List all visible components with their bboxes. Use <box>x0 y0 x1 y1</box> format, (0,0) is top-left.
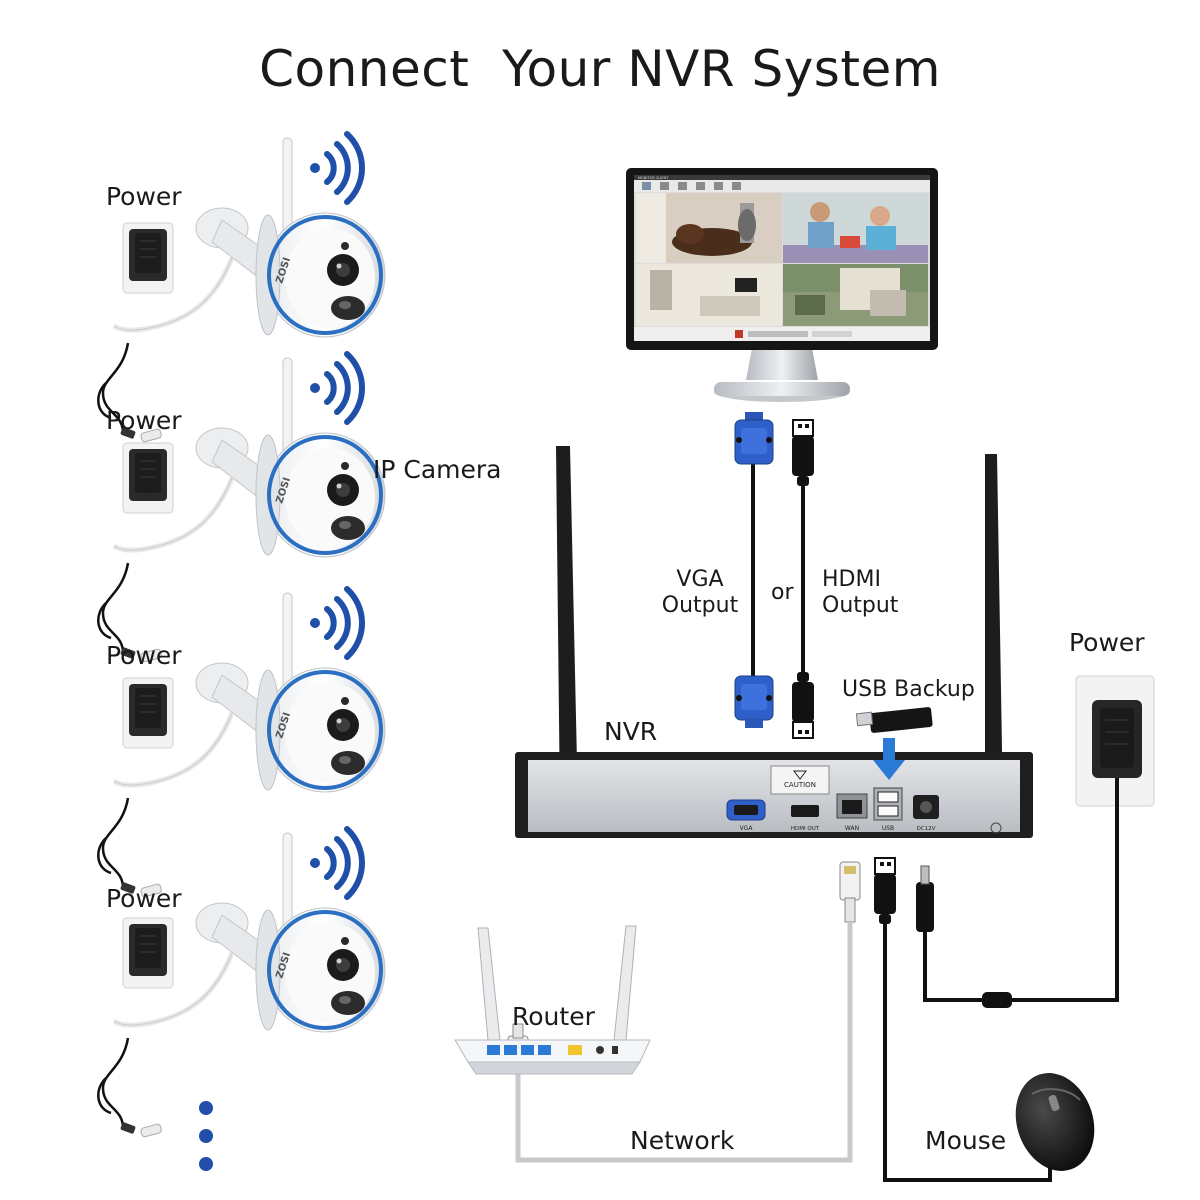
nvr-port-wan-label: WAN <box>845 825 859 832</box>
power-label-2: Power <box>106 406 182 435</box>
camera-feed-3 <box>636 264 782 326</box>
usb-stick-icon <box>855 707 933 733</box>
power-cable <box>916 778 1119 1008</box>
or-label: or <box>771 580 794 605</box>
hdmi-output-label-line1: HDMI <box>822 567 881 592</box>
vga-connector-icon <box>734 675 774 728</box>
network-label: Network <box>630 1126 735 1155</box>
nvr-caution-label: CAUTION <box>784 781 816 789</box>
camera-row-1 <box>97 134 385 444</box>
power-label-right: Power <box>1069 628 1145 657</box>
wifi-signal-icon <box>310 354 362 422</box>
camera-feed-2 <box>783 193 928 263</box>
vga-connector-icon <box>734 412 774 465</box>
power-cord-icon <box>97 1036 164 1139</box>
camera-row-3 <box>97 589 385 899</box>
usb-connector-icon <box>873 857 897 925</box>
router-icon <box>454 925 651 1075</box>
nvr-label: NVR <box>604 717 658 746</box>
rj45-connector-icon <box>839 861 861 923</box>
mouse-label: Mouse <box>925 1126 1007 1155</box>
power-label-4: Power <box>106 884 182 913</box>
monitor-icon: MONITOR CLIENT <box>626 168 938 402</box>
wifi-signal-icon <box>310 134 362 202</box>
power-adapter-icon <box>122 917 174 989</box>
power-cord-icon <box>97 796 164 899</box>
camera-feed-1 <box>636 193 782 263</box>
down-arrow-icon <box>873 738 905 780</box>
usb-connector-icon <box>791 419 815 487</box>
power-adapter-icon <box>122 222 174 294</box>
page-title: Connect Your NVR System <box>259 40 941 98</box>
usb-connector-icon <box>791 671 815 739</box>
hdmi-output-label-line2: Output <box>822 593 899 618</box>
nvr-port-vga-label: VGA <box>740 825 754 832</box>
wifi-signal-icon <box>310 829 362 897</box>
wifi-signal-icon <box>310 589 362 657</box>
more-dots-icon <box>199 1101 213 1171</box>
nvr-box: CAUTION VGA HDMI OUT WAN USB DC12V <box>515 752 1033 838</box>
power-label-1: Power <box>106 182 182 211</box>
power-label-3: Power <box>106 641 182 670</box>
vga-output-label-line2: Output <box>661 593 739 618</box>
monitor-app-title: MONITOR CLIENT <box>638 176 669 180</box>
vga-cable <box>734 412 774 728</box>
nvr-port-usb-label: USB <box>882 825 894 832</box>
nvr-port-hdmi-label: HDMI OUT <box>791 826 820 832</box>
dc-plug-icon <box>916 865 934 932</box>
camera-row-2 <box>97 354 385 664</box>
vga-output-label-line1: VGA <box>676 567 724 592</box>
power-adapter-icon <box>1075 675 1155 807</box>
mouse-icon <box>1015 1073 1095 1171</box>
usb-backup-label: USB Backup <box>842 677 975 702</box>
router-label: Router <box>512 1002 595 1031</box>
camera-row-4 <box>97 829 385 1139</box>
ip-camera-label: IP Camera <box>373 455 502 484</box>
power-adapter-icon <box>122 442 174 514</box>
hdmi-cable <box>791 419 815 739</box>
nvr-port-dc-label: DC12V <box>917 826 936 832</box>
power-adapter-icon <box>122 677 174 749</box>
camera-feed-4 <box>783 264 928 326</box>
